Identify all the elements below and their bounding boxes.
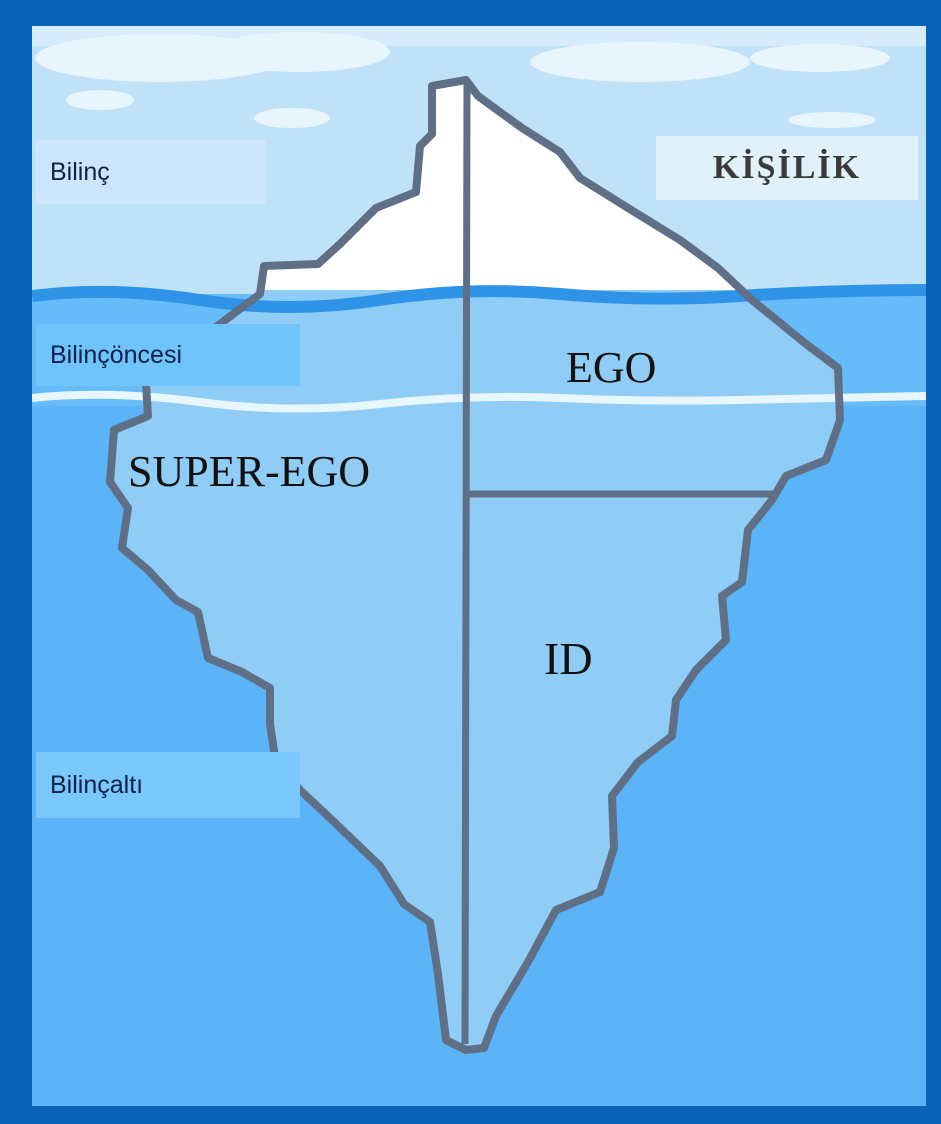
superego-label: SUPER-EGO <box>128 446 370 497</box>
unconscious-label: Bilinçaltı <box>36 752 300 818</box>
ego-label: EGO <box>566 342 656 393</box>
preconscious-label: Bilinçöncesi <box>36 324 300 386</box>
conscious-label: Bilinç <box>36 140 266 204</box>
diagram-title: KİŞİLİK <box>656 136 918 200</box>
id-label: ID <box>544 632 593 685</box>
superego-divider <box>465 84 467 1044</box>
